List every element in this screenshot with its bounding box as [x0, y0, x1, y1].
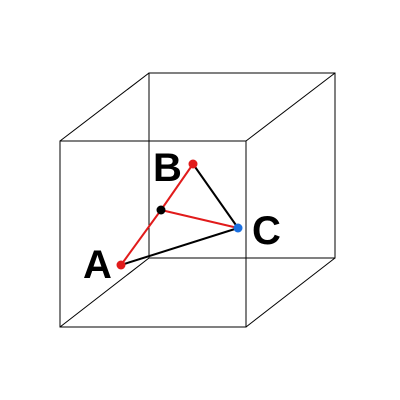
point-interior — [156, 205, 166, 215]
segment-b-c — [192, 163, 239, 229]
cube-back-face — [148, 72, 336, 259]
cube-edge-bottom-right — [245, 257, 336, 328]
segment-interior-b — [160, 163, 194, 211]
cube-edge-top-right — [245, 72, 336, 142]
cube-edge-bottom-left — [59, 257, 150, 328]
label-c: C — [252, 209, 281, 253]
segment-interior-c — [160, 209, 239, 229]
segment-a-c — [120, 227, 239, 266]
point-a — [116, 260, 126, 270]
label-a: A — [83, 243, 112, 287]
point-c — [233, 223, 243, 233]
cube-edge-top-left — [59, 72, 150, 142]
label-b: B — [153, 146, 182, 190]
cube-front-face — [59, 140, 247, 328]
point-b — [188, 159, 198, 169]
segment-a-interior — [120, 209, 162, 266]
